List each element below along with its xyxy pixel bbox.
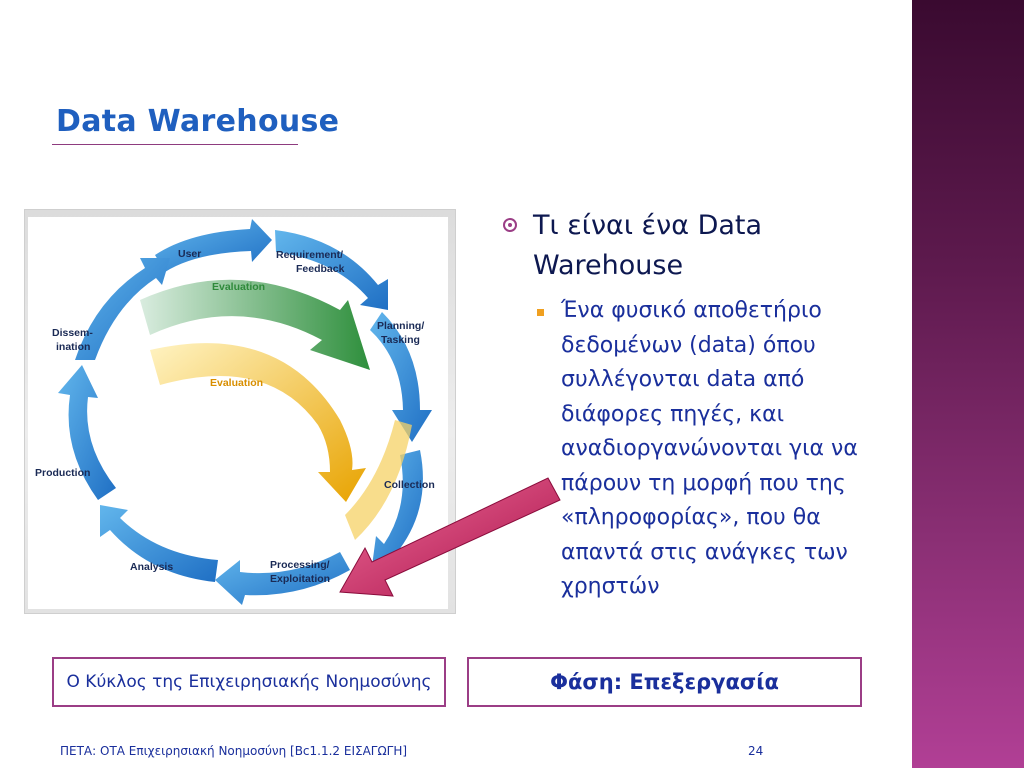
diagram-background <box>28 217 448 609</box>
bullet-level1-text: Τι είναι ένα Data Warehouse <box>533 210 763 281</box>
caption-phase-box: Φάση: Επεξεργασία <box>467 657 862 707</box>
caption-cycle-text: Ο Κύκλος της Επιχειρησιακής Νοημοσύνης <box>66 671 432 692</box>
caption-phase-text: Φάση: Επεξεργασία <box>550 670 779 694</box>
caption-cycle-box: Ο Κύκλος της Επιχειρησιακής Νοημοσύνης <box>52 657 446 707</box>
bullet-level2: Ένα φυσικό αποθετήριο δεδομένων (data) ό… <box>503 294 903 605</box>
decorative-side-band <box>912 0 1024 768</box>
page-number: 24 <box>748 744 764 758</box>
title-underline <box>52 144 298 145</box>
footer-text: ΠΕΤΑ: ΟΤΑ Επιχειρησιακή Νοημοσύνη [Bc1.1… <box>60 744 408 758</box>
bullet-square-icon <box>537 309 544 316</box>
bullet-level1: Τι είναι ένα Data Warehouse <box>503 206 903 286</box>
bullet-circle-icon <box>503 218 517 232</box>
page-title: Data Warehouse <box>56 104 340 139</box>
bullet-list: Τι είναι ένα Data Warehouse Ένα φυσικό α… <box>503 206 903 605</box>
bullet-level2-text: Ένα φυσικό αποθετήριο δεδομένων (data) ό… <box>561 298 858 599</box>
